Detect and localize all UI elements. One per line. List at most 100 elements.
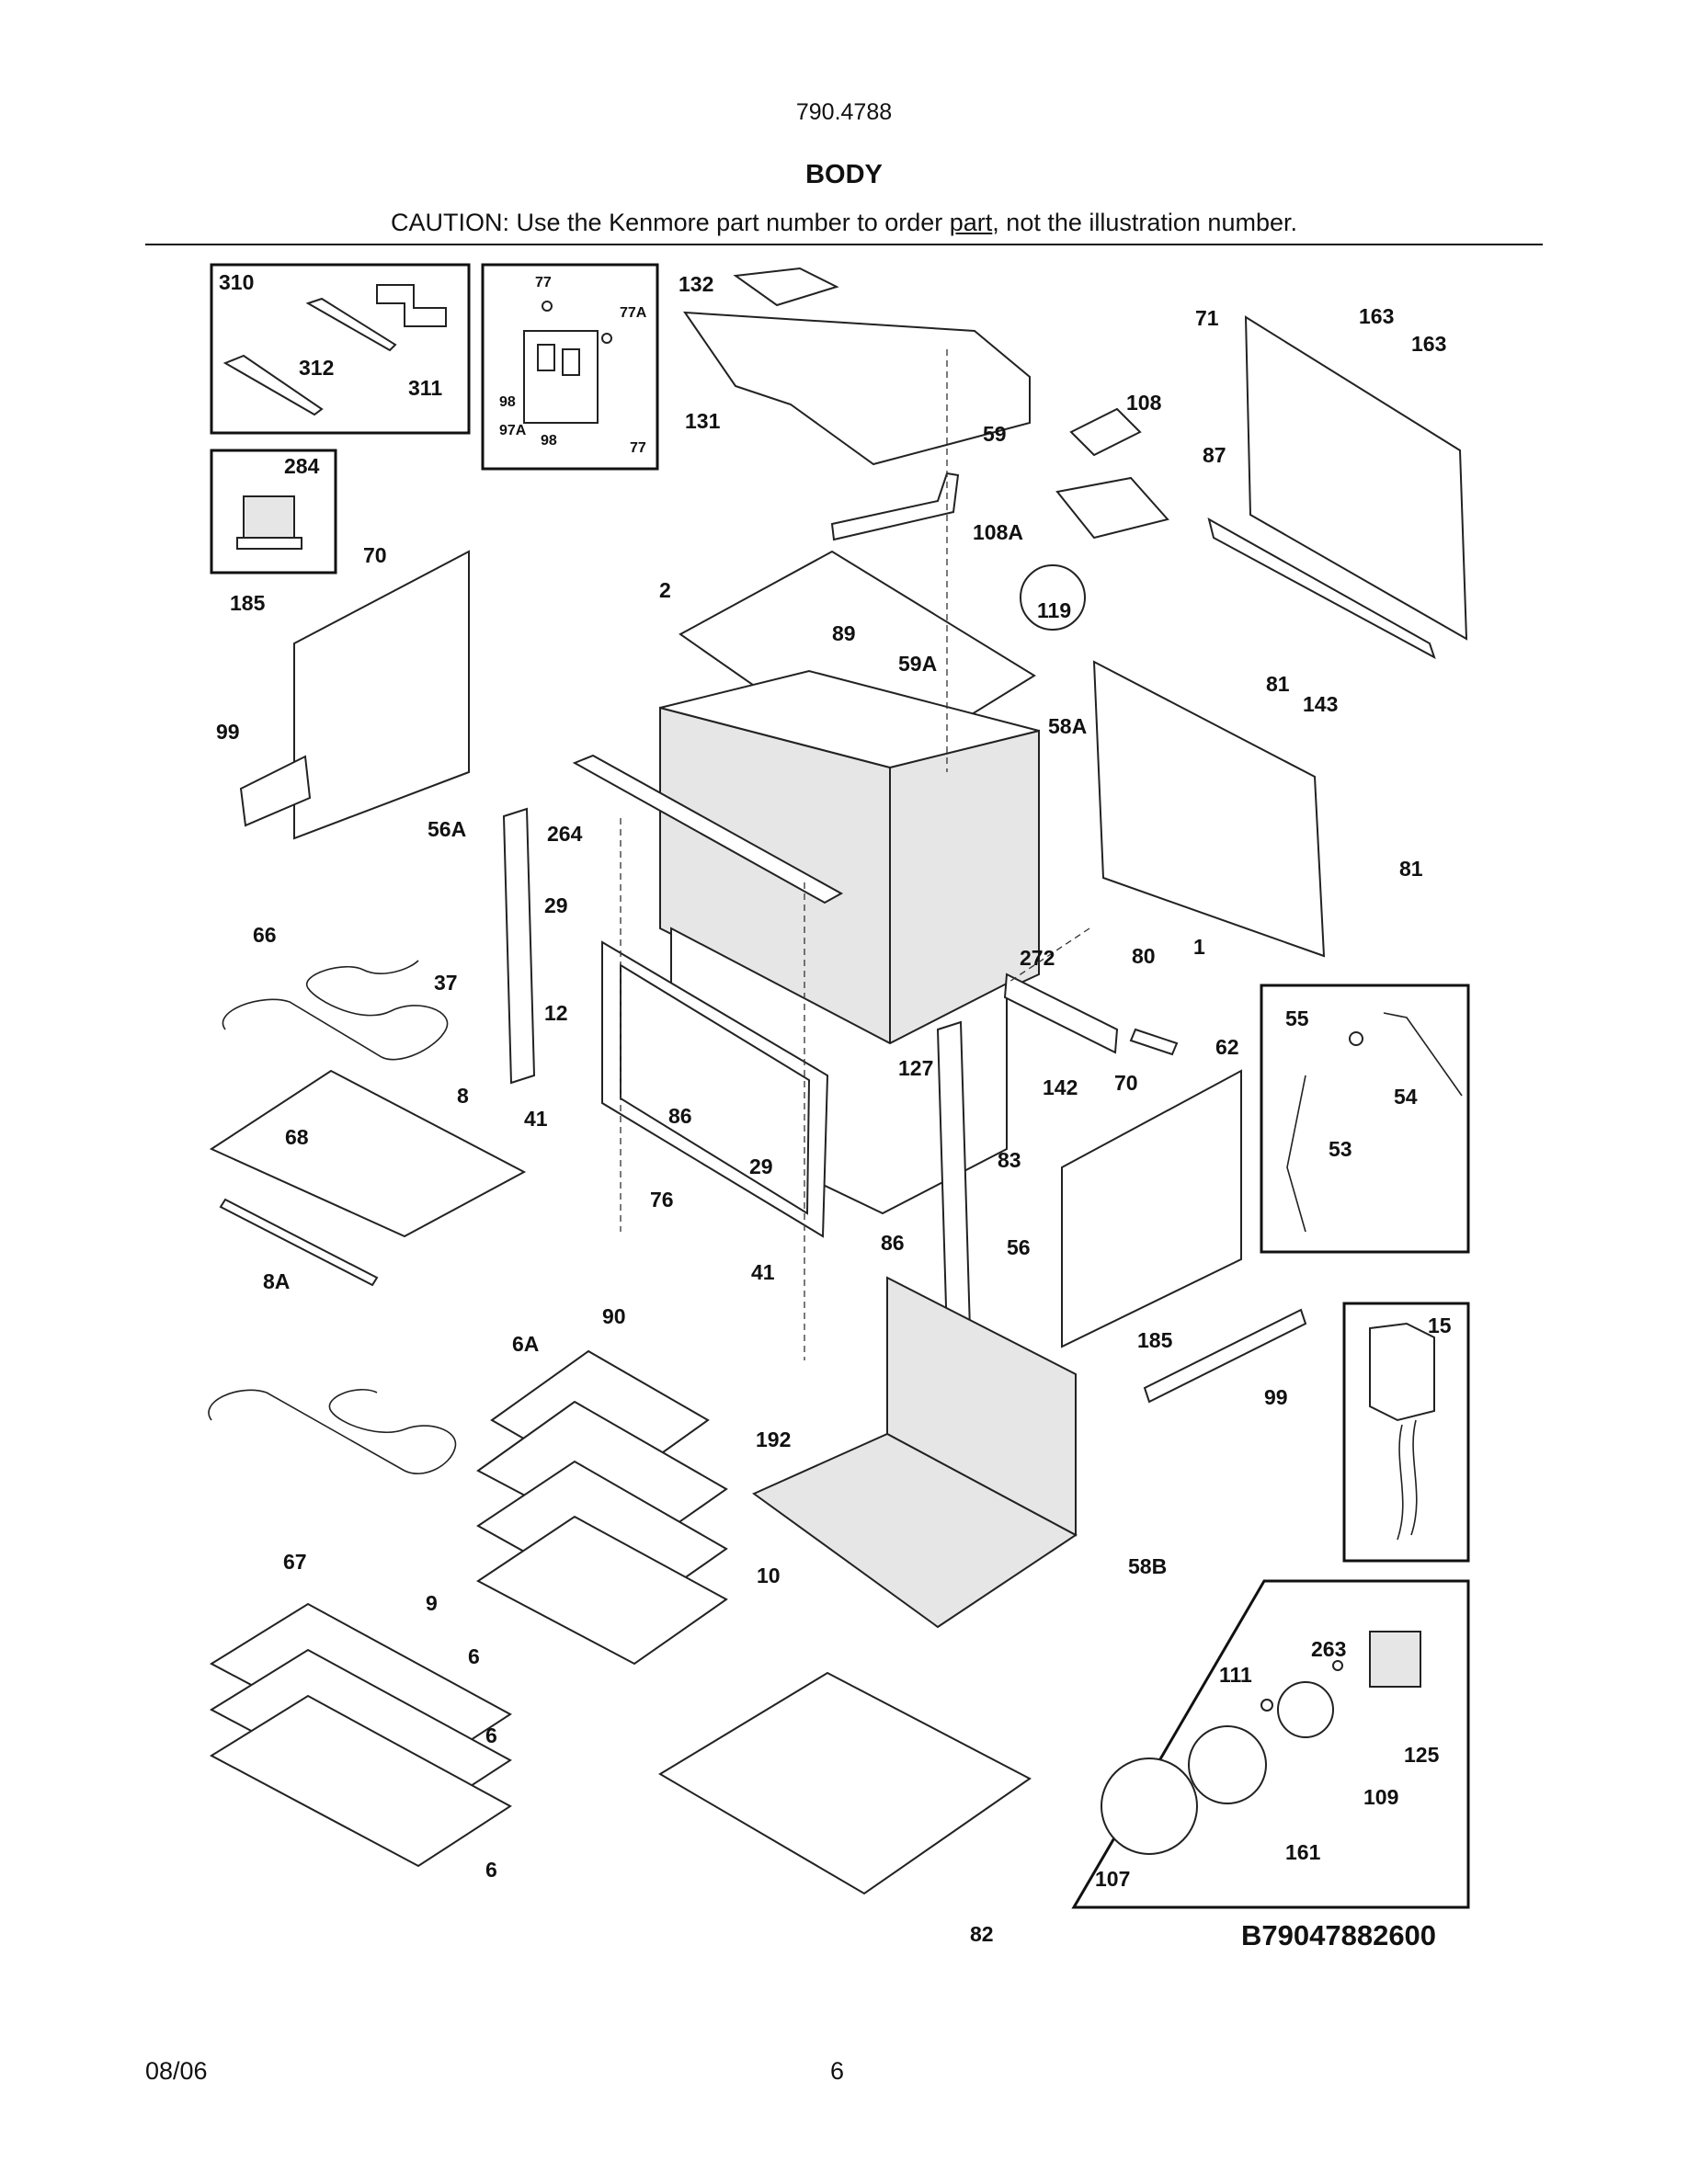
callout-label-41: 41 — [751, 1260, 775, 1284]
callout-label-59a: 59A — [898, 652, 937, 676]
callout-label-163: 163 — [1411, 332, 1446, 356]
callout-label-185: 185 — [1137, 1328, 1173, 1352]
callout-label-86: 86 — [668, 1104, 692, 1128]
inset-box-15 — [1342, 1302, 1470, 1563]
section-title: BODY — [805, 160, 883, 189]
part-161-element-ring — [1188, 1725, 1267, 1804]
inset-box-310 — [210, 263, 471, 435]
part-board-relay-2 — [562, 348, 580, 376]
part-108-fan — [1069, 407, 1142, 457]
callout-label-10: 10 — [757, 1564, 781, 1587]
callout-label-109: 109 — [1363, 1785, 1398, 1809]
callout-label-97a: 97A — [499, 423, 527, 438]
callout-label-77: 77 — [535, 275, 552, 290]
callout-label-192: 192 — [756, 1428, 791, 1451]
callout-label-6: 6 — [485, 1858, 497, 1882]
callout-label-6: 6 — [468, 1644, 480, 1668]
part-107-fan-cover — [1101, 1757, 1198, 1855]
callout-label-1: 1 — [1193, 935, 1205, 959]
part-142-panel — [1003, 973, 1119, 1054]
callout-label-284: 284 — [284, 454, 320, 478]
callout-label-127: 127 — [898, 1056, 933, 1080]
part-66-broil-element — [222, 960, 449, 1061]
callout-label-15: 15 — [1428, 1314, 1452, 1337]
callout-label-59: 59 — [983, 422, 1007, 446]
callout-label-90: 90 — [602, 1304, 626, 1328]
callout-label-58b: 58B — [1128, 1554, 1167, 1578]
part-264-trim — [572, 754, 844, 904]
callout-label-62: 62 — [1215, 1035, 1239, 1059]
callout-label-264: 264 — [547, 822, 583, 846]
callout-label-71: 71 — [1195, 306, 1219, 330]
callout-label-55: 55 — [1285, 1007, 1309, 1030]
callout-label-9: 9 — [426, 1591, 438, 1615]
callout-label-8: 8 — [457, 1084, 469, 1108]
part-99-rail-right — [1143, 1308, 1307, 1404]
callout-label-66: 66 — [253, 923, 277, 947]
part-109-fan-blade — [1277, 1681, 1334, 1738]
part-control-board — [523, 330, 599, 424]
callout-label-6a: 6A — [512, 1332, 539, 1356]
callout-label-99: 99 — [216, 720, 240, 744]
callout-label-56: 56 — [1007, 1235, 1031, 1259]
callout-label-68: 68 — [285, 1125, 309, 1149]
part-312-bracket — [222, 354, 324, 416]
part-screw-77A — [601, 333, 612, 344]
header-rule — [145, 244, 1543, 245]
callout-label-132: 132 — [679, 272, 713, 296]
part-8-pan — [209, 1069, 527, 1238]
callout-label-86: 86 — [881, 1231, 905, 1255]
part-54-sensor — [1383, 1012, 1463, 1097]
part-58B-bottom-floor — [752, 1432, 1078, 1629]
callout-label-29: 29 — [749, 1155, 773, 1178]
part-312-bracket-upper — [305, 297, 397, 352]
inset-box-sensor — [1260, 984, 1470, 1254]
callout-label-2: 2 — [659, 578, 671, 602]
callout-label-312: 312 — [299, 356, 334, 380]
part-71-back-panel — [1244, 315, 1468, 641]
callout-label-272: 272 — [1020, 946, 1055, 970]
part-87-bracket — [1207, 517, 1436, 660]
callout-label-12: 12 — [544, 1001, 568, 1025]
callout-label-98: 98 — [541, 433, 557, 449]
callout-label-77a: 77A — [620, 305, 647, 321]
callout-label-37: 37 — [434, 971, 458, 995]
part-284-transformer — [243, 495, 295, 543]
callout-label-54: 54 — [1394, 1085, 1418, 1109]
callout-label-83: 83 — [998, 1148, 1021, 1172]
part-6-rack-3 — [209, 1694, 512, 1868]
part-284-bracket — [236, 537, 302, 550]
part-119-callout-circle — [1020, 564, 1086, 631]
callout-label-310: 310 — [219, 270, 254, 294]
callout-label-107: 107 — [1095, 1867, 1130, 1891]
callout-label-82: 82 — [970, 1922, 994, 1946]
part-15-wires — [1397, 1419, 1418, 1541]
callout-label-70: 70 — [363, 543, 387, 567]
callout-label-142: 142 — [1043, 1075, 1078, 1099]
callout-label-67: 67 — [283, 1550, 307, 1574]
part-82-bottom-frame — [658, 1671, 1032, 1895]
callout-label-161: 161 — [1285, 1840, 1321, 1864]
part-70-side-panel-left — [293, 550, 470, 840]
caution-note: CAUTION: Use the Kenmore part number to … — [0, 209, 1688, 237]
part-15-module — [1369, 1322, 1435, 1422]
callout-label-70: 70 — [1114, 1071, 1138, 1095]
callout-label-56a: 56A — [428, 817, 466, 841]
part-55-nut — [1349, 1031, 1363, 1046]
callout-label-125: 125 — [1404, 1743, 1440, 1767]
part-70-side-panel-right — [1061, 1069, 1242, 1348]
part-56A-side-trim — [502, 807, 536, 1085]
callout-label-41: 41 — [524, 1107, 548, 1131]
callout-label-263: 263 — [1311, 1637, 1346, 1661]
part-8A-rail — [219, 1198, 379, 1287]
part-9-broil-pan — [476, 1515, 728, 1666]
callout-label-81: 81 — [1266, 672, 1290, 696]
inset-box-control-board — [481, 263, 659, 471]
part-board-relay-1 — [537, 344, 555, 371]
part-1-rear-panel — [1092, 660, 1326, 958]
callout-label-87: 87 — [1203, 443, 1226, 467]
part-62-block — [1129, 1028, 1179, 1056]
part-99-rail-left — [239, 755, 312, 827]
callout-label-76: 76 — [650, 1188, 674, 1211]
callout-label-111: 111 — [1219, 1663, 1252, 1687]
